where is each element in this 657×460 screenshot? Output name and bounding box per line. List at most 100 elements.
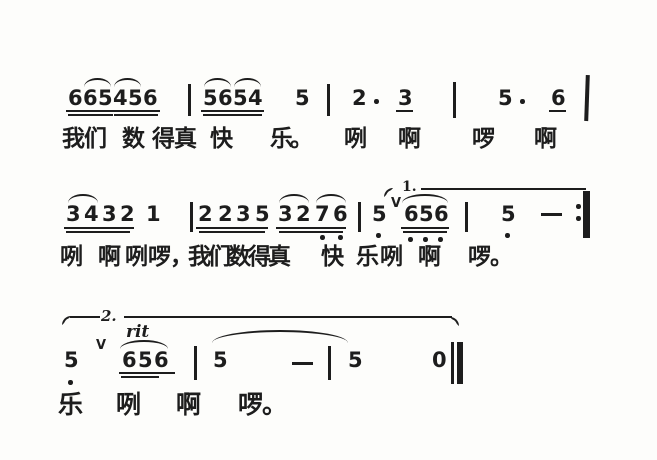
lyric-char: 。 [490,244,513,270]
first-ending-line [421,188,586,191]
barline [194,346,197,380]
sustain-dash [541,213,562,217]
note-digit: 6 [404,202,419,226]
note-digit: 1 [146,202,161,226]
lyric-char: 乐 [356,244,379,270]
lyric-char: 真 [174,126,197,152]
note-digit: 3 [102,202,117,226]
final-barline-thick [456,342,463,384]
second-ending-line [70,316,100,319]
lyric-char: 得 [152,126,175,152]
slur-arc [204,78,231,87]
second-ending-label: 2. [101,307,117,325]
lyric-char: 我 [62,126,85,152]
lyric-char: 们 [208,244,231,270]
lyric-char: 啊 [418,244,441,270]
note-digit: 4 [84,202,99,226]
note-digit: 6 [333,202,348,226]
note-digit: 5 [213,348,228,372]
lyric-char: 。 [262,390,288,419]
note-digit: 4 [248,86,263,110]
octave-dot [320,235,325,240]
lyric-char: 咧 [380,244,403,270]
note-digit: 6 [154,348,169,372]
note-digit: 4 [113,86,128,110]
note-digit: 5 [372,202,387,226]
beam-underline [196,227,268,230]
first-ending-label: 1. [402,179,417,195]
note-digit: 5 [348,348,363,372]
note-digit: 5 [203,86,218,110]
lyric-char: 乐 [270,126,293,152]
lyric-char: ， [170,244,193,270]
lyric-char: 。 [290,126,313,152]
repeat-barline [583,191,590,238]
note-digit: 6 [122,348,137,372]
slur-arc [68,194,98,203]
note-digit: 0 [432,348,447,372]
augmentation-dot [374,99,379,104]
note-digit: 6 [143,86,158,110]
lyric-char: 数 [122,126,145,152]
beam-underline [112,110,160,113]
note-digit: 5 [64,348,79,372]
note-digit: 3 [278,202,293,226]
lyric-char: 啊 [534,126,557,152]
slur-arc [234,78,261,87]
lyric-char: 啰 [472,126,495,152]
octave-dot [408,237,413,242]
barline [327,84,330,116]
slur-arc [84,78,111,87]
repeat-dot [576,204,581,209]
note-digit: 5 [138,348,153,372]
note-digit: 5 [295,86,310,110]
breath-mark: V [96,338,107,353]
beam-underline [64,227,134,230]
beam-underline [114,114,158,117]
barline [465,202,468,232]
slur-arc [120,340,168,349]
note-digit: 6 [218,86,233,110]
lyric-char: 真 [268,244,291,270]
beam-underline [68,114,113,117]
octave-dot [68,380,73,385]
lyric-char: 啊 [98,244,121,270]
lyric-char: 我 [188,244,211,270]
lyric-char: 咧 [125,244,148,270]
barline [453,82,456,118]
slur-arc [316,194,346,203]
second-ending-line [124,316,452,319]
beam-underline [121,376,159,379]
note-digit: 2 [296,202,311,226]
beam-underline [119,372,175,375]
barline [190,202,193,232]
barline [188,84,191,116]
final-barline-thin [451,342,454,384]
barline [328,346,331,380]
note-digit: 5 [501,202,516,226]
note-digit: 6 [83,86,98,110]
note-digit: 3 [66,202,81,226]
first-ending-hook [384,188,393,197]
beam-underline [201,110,264,113]
tie-slur [212,330,348,343]
lyric-char: 数 [228,244,251,270]
beam-underline [276,227,346,230]
note-digit: 2 [352,86,367,110]
beam-underline [279,231,343,234]
beam-underline [549,110,566,113]
slur-arc [402,194,448,203]
note-digit: 5 [498,86,513,110]
note-digit: 5 [98,86,113,110]
octave-dot [338,235,343,240]
lyric-char: 快 [210,126,233,152]
note-digit: 7 [315,202,330,226]
lyric-char: 咧 [116,390,142,419]
beam-underline [66,110,115,113]
lyric-char: 得 [248,244,271,270]
lyric-char: 咧 [60,244,83,270]
note-digit: 2 [120,202,135,226]
